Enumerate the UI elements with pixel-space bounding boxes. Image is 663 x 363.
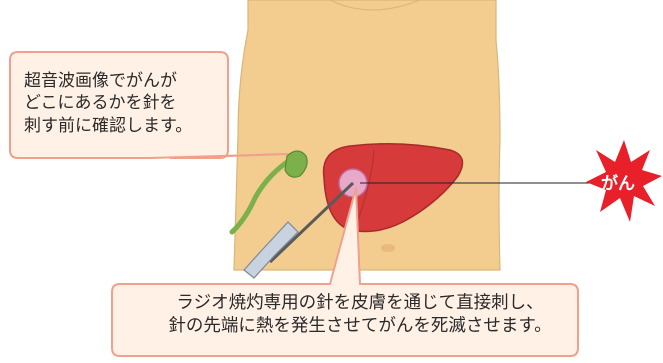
shoulder-line xyxy=(329,0,421,11)
cancer-burst xyxy=(586,140,662,222)
navel xyxy=(381,244,395,252)
ultrasound-probe xyxy=(284,150,308,178)
torso xyxy=(233,0,501,271)
callout-left-text: 超音波画像でがんが どこにあるかを針を 刺す前に確認します。 xyxy=(24,71,193,136)
cancer-label: がん xyxy=(601,174,635,194)
callout-left-bubble xyxy=(9,51,289,159)
callout-bottom-bubble xyxy=(111,187,579,357)
needle-handle xyxy=(243,221,299,279)
callout-bottom-text: ラジオ焼灼専用の針を皮膚を通じて直接刺し、 針の先端に熱を発生させてがんを死滅さ… xyxy=(168,293,552,337)
probe-cable xyxy=(229,155,296,235)
rfa-needle xyxy=(268,181,355,264)
